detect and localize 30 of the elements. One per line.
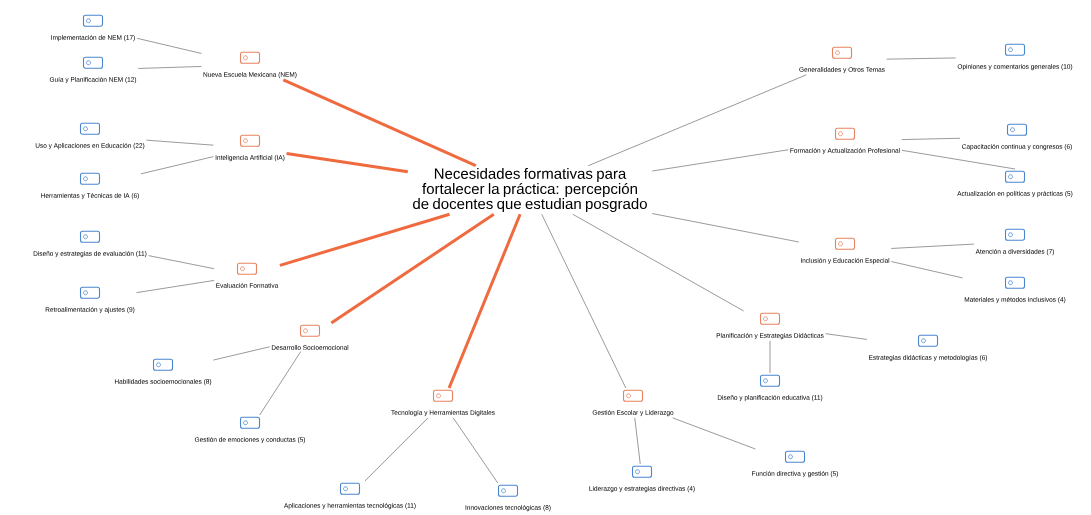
connector-line [140,156,214,175]
connector-line [146,139,214,146]
connector-line [672,417,756,450]
connector-line [651,213,799,243]
connector-line [886,57,956,60]
connector-line [651,149,789,172]
connector-line [825,333,868,340]
connector-line [213,346,270,361]
connector-line [891,243,975,249]
connector-line [259,351,302,416]
connector-line [136,280,215,293]
connector-line [901,137,961,140]
connector-line [137,66,202,69]
thick-connector [330,213,495,325]
connector-line [452,417,499,484]
connector-line [148,255,215,269]
connector-line [769,340,771,374]
thick-connector [282,78,477,168]
connector-line [587,74,807,167]
thick-connector [286,151,409,174]
connector-line [901,150,1016,170]
connector-line [136,37,202,54]
connector-line [634,417,641,465]
title-text: Necesidades formativas para fortalecer la práctica: percepción de docentes que estudian posgrado [413,167,647,213]
connector-line [541,213,627,389]
connector-line [364,417,429,482]
thick-connector [447,213,522,389]
thick-connector [279,212,450,267]
connector-line [572,213,744,312]
connector-line [891,261,963,279]
